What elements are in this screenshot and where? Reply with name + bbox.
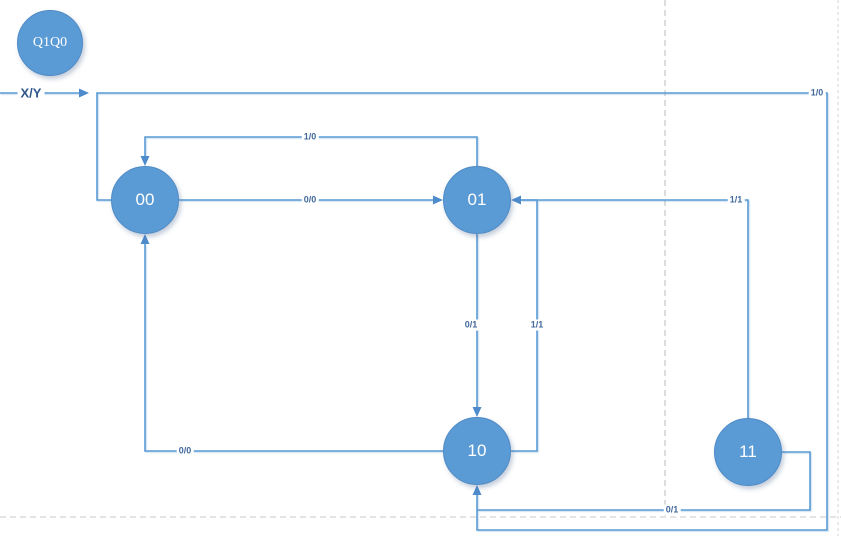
transition-label-00-10[interactable]: 1/0	[808, 87, 826, 99]
input-label-xy[interactable]: X/Y	[17, 85, 45, 101]
state-label-11: 11	[739, 442, 757, 461]
connector-11-10[interactable]	[477, 451, 811, 511]
state-label-10: 10	[467, 441, 487, 460]
state-label-01: 01	[467, 190, 487, 209]
state-node-00[interactable]: 00	[111, 166, 179, 234]
connector-10-00[interactable]	[144, 244, 443, 452]
legend-node-q1q0[interactable]: Q1Q0	[17, 10, 83, 76]
arrowhead-into-10-bottom[interactable]	[472, 485, 482, 495]
transition-label-10-00[interactable]: 0/0	[176, 445, 194, 457]
transition-label-01-00[interactable]: 1/0	[301, 131, 319, 143]
legend-node-label: Q1Q0	[32, 35, 68, 50]
transition-label-11-10[interactable]: 0/1	[663, 504, 681, 516]
transition-label-10-01[interactable]: 1/1	[528, 319, 546, 331]
arrowhead-into-01-right[interactable]	[511, 195, 521, 205]
arrowhead-into-00-bottom[interactable]	[140, 234, 150, 244]
connector-00-10[interactable]	[96, 92, 828, 531]
arrowhead-into-00-top[interactable]	[140, 156, 150, 166]
connector-11-01[interactable]	[521, 199, 749, 418]
state-label-00: 00	[135, 190, 155, 209]
state-node-11[interactable]: 11	[714, 418, 782, 486]
state-node-10[interactable]: 10	[443, 417, 511, 485]
transition-label-00-01[interactable]: 0/0	[301, 194, 319, 206]
arrowhead-input-entry[interactable]	[79, 88, 89, 98]
transition-label-01-10[interactable]: 0/1	[462, 319, 480, 331]
transition-label-11-01[interactable]: 1/1	[727, 194, 745, 206]
arrowhead-into-10-top[interactable]	[472, 407, 482, 417]
state-node-01[interactable]: 01	[443, 166, 511, 234]
arrowhead-into-01-left[interactable]	[433, 195, 443, 205]
